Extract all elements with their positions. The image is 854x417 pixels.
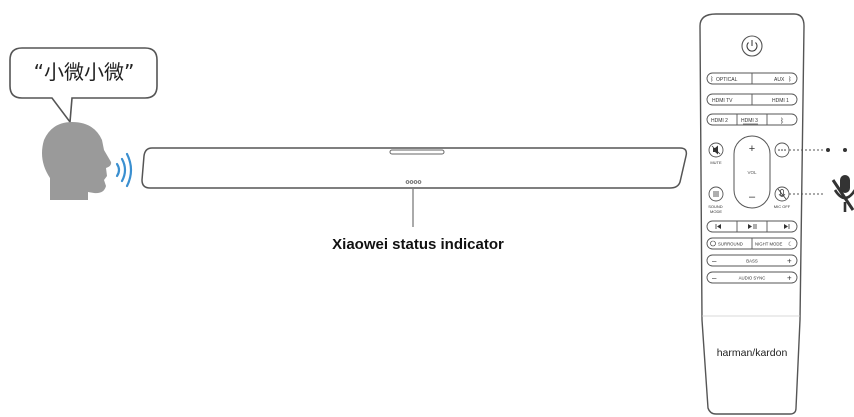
mic-off-large-icon	[831, 175, 854, 212]
mic-off-label: MIC OFF	[774, 204, 791, 209]
bluetooth-source-icon[interactable]: ᛒ	[780, 117, 784, 125]
bass-down-button[interactable]: –	[712, 257, 717, 266]
audio-sync-row[interactable]: – AUDIO SYNC +	[706, 271, 798, 284]
indicator-label: Xiaowei status indicator	[332, 236, 504, 253]
mic-off-button[interactable]: MIC OFF	[774, 186, 791, 209]
mic-off-callout	[789, 175, 854, 212]
more-button[interactable]	[774, 142, 790, 158]
bass-up-button[interactable]: +	[787, 257, 792, 266]
power-button[interactable]	[741, 35, 763, 57]
aux-button[interactable]: AUX	[774, 77, 785, 83]
sound-wave-3	[125, 152, 133, 188]
optical-button[interactable]: OPTICAL	[716, 77, 738, 83]
vol-down-button[interactable]: –	[749, 191, 756, 203]
bass-label: BASS	[746, 259, 758, 264]
head-shape	[42, 122, 112, 200]
source-row-3: HDMI 2 HDMI 3 ᛒ	[706, 113, 798, 126]
bluetooth-icon-left: ᛒ	[710, 76, 714, 83]
source-row-2: HDMI TV HDMI 1	[706, 93, 798, 106]
vol-up-button[interactable]: +	[749, 143, 755, 155]
speech-bubble-shape	[9, 47, 158, 125]
audio-sync-label: AUDIO SYNC	[739, 276, 766, 281]
hdmi-tv-button[interactable]: HDMI TV	[712, 98, 733, 104]
mode-row: SURROUND NIGHT MODE ☾	[706, 237, 798, 250]
transport-row	[706, 220, 798, 233]
audio-sync-up-button[interactable]: +	[787, 274, 792, 283]
play-pause-icon[interactable]	[748, 224, 757, 229]
more-button-callout	[789, 148, 847, 152]
head-icon	[42, 122, 133, 200]
source-row-1: OPTICAL AUX ᛒ ᛒ	[706, 72, 798, 85]
sound-mode-label: SOUND MODE	[708, 204, 724, 214]
mute-label: MUTE	[710, 160, 722, 165]
vol-label: VOL	[747, 170, 757, 175]
soundbar: Xiaowei status indicator	[141, 147, 688, 253]
hdmi-2-button[interactable]: HDMI 2	[711, 118, 728, 124]
remote-control: OPTICAL AUX ᛒ ᛒ HDMI TV HDMI 1 HDMI 2 HD…	[699, 13, 805, 415]
xiaowei-status-leds	[405, 180, 422, 184]
brand-logo: harman/kardon	[717, 347, 788, 359]
next-track-icon[interactable]	[784, 224, 790, 229]
volume-rocker[interactable]: + VOL –	[733, 135, 771, 209]
audio-sync-down-button[interactable]: –	[712, 274, 717, 283]
surround-button[interactable]: SURROUND	[718, 242, 743, 247]
soundbar-body	[141, 147, 688, 189]
speech-bubble: “小微小微”	[9, 47, 158, 125]
previous-track-icon[interactable]	[715, 224, 721, 229]
soundbar-top-indicator	[389, 149, 445, 155]
hdmi-3-button[interactable]: HDMI 3	[741, 118, 758, 124]
bluetooth-icon-right: ᛒ	[788, 76, 792, 83]
bass-row[interactable]: – BASS +	[706, 254, 798, 267]
moon-icon: ☾	[788, 241, 793, 248]
surround-icon	[710, 240, 716, 247]
sound-wave-1	[115, 162, 121, 178]
sound-mode-button[interactable]: SOUND MODE	[708, 186, 724, 214]
hdmi-1-button[interactable]: HDMI 1	[772, 98, 789, 104]
speech-text: “小微小微”	[34, 60, 135, 84]
mute-button[interactable]: MUTE	[708, 142, 724, 165]
night-mode-button[interactable]: NIGHT MODE	[755, 242, 783, 247]
sound-wave-2	[120, 157, 127, 183]
